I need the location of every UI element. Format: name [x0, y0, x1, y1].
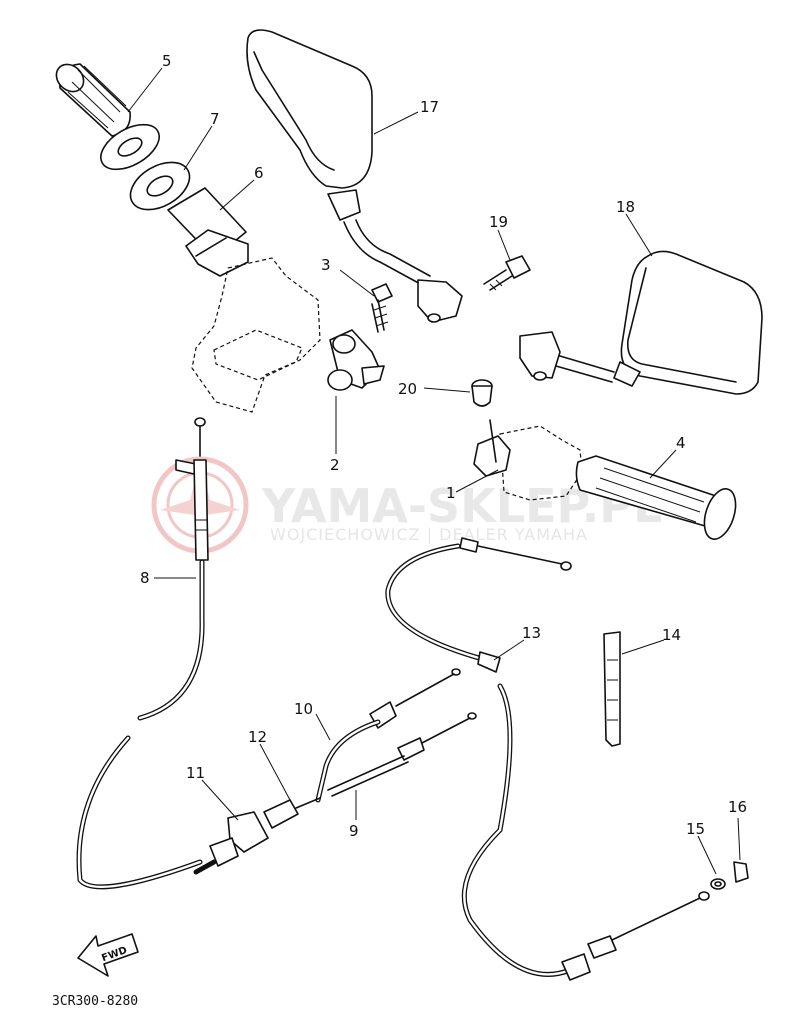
- left-grip-assembly: [51, 59, 249, 277]
- callout-17: 17: [420, 98, 439, 116]
- right-mirror-part-18[interactable]: [519, 250, 763, 395]
- junction-part-12[interactable]: [263, 797, 321, 829]
- left-collar-part-7[interactable]: [93, 115, 197, 219]
- throttle-housing-part-1[interactable]: [473, 419, 583, 501]
- bolt-part-3[interactable]: [371, 283, 393, 333]
- forward-arrow-icon: [77, 933, 139, 977]
- callout-8: 8: [140, 569, 150, 587]
- cable-tie-part-14[interactable]: [603, 631, 621, 747]
- drawing-code: 3CR300-8280: [52, 994, 138, 1009]
- right-grip-part-4[interactable]: [575, 455, 741, 543]
- throttle-cable-part-10[interactable]: [315, 668, 461, 803]
- callout-20: 20: [398, 380, 417, 398]
- callout-16: 16: [728, 798, 747, 816]
- throttle-cable-part-9[interactable]: [327, 712, 477, 797]
- long-cable-part-13[interactable]: [385, 537, 710, 981]
- callout-9: 9: [349, 822, 359, 840]
- callout-11: 11: [186, 764, 205, 782]
- left-mirror-part-17[interactable]: [246, 29, 463, 323]
- callout-13: 13: [522, 624, 541, 642]
- callout-labels: 5 7 6 3 2 17 19 18 20 1 4 8 14 13 10 9 1…: [140, 52, 747, 840]
- callout-7: 7: [210, 110, 220, 128]
- forward-direction-badge: FWD: [77, 933, 139, 977]
- callout-3: 3: [321, 256, 331, 274]
- watermark-subtitle: WOJCIECHOWICZ | DEALER YAMAHA: [270, 525, 588, 544]
- holder-part-2[interactable]: [327, 329, 385, 391]
- callout-2: 2: [330, 456, 340, 474]
- callout-1: 1: [446, 484, 456, 502]
- washer-part-15[interactable]: [710, 878, 726, 890]
- cap-part-20[interactable]: [471, 379, 493, 407]
- callout-18: 18: [616, 198, 635, 216]
- clip-part-16[interactable]: [733, 861, 749, 883]
- handlebar-part-6[interactable]: [167, 187, 249, 277]
- callout-14: 14: [662, 626, 681, 644]
- switch-housing-assembly: [191, 257, 393, 413]
- callout-19: 19: [489, 213, 508, 231]
- callout-15: 15: [686, 820, 705, 838]
- callout-6: 6: [254, 164, 264, 182]
- callout-5: 5: [162, 52, 172, 70]
- clutch-cable-part-8[interactable]: [76, 417, 209, 890]
- bolt-part-19[interactable]: [483, 255, 531, 291]
- callout-10: 10: [294, 700, 313, 718]
- callout-4: 4: [676, 434, 686, 452]
- leader-lines: [127, 67, 741, 875]
- left-grip-part-5[interactable]: [51, 59, 131, 137]
- callout-12: 12: [248, 728, 267, 746]
- junction-box-part-11[interactable]: [193, 811, 269, 875]
